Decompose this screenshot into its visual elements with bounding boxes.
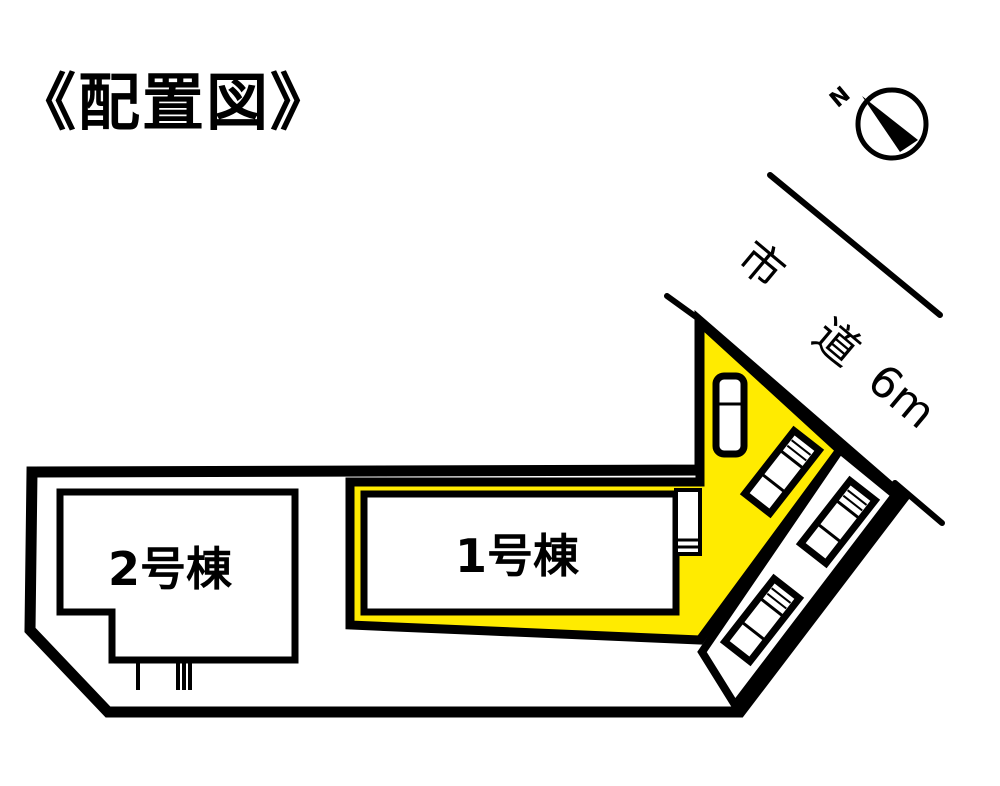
parking-space-4 bbox=[719, 573, 805, 667]
svg-text:N: N bbox=[825, 82, 855, 113]
building-1-label: 1号棟 bbox=[455, 529, 580, 583]
svg-text:道: 道 bbox=[803, 309, 869, 376]
north-arrow-icon: N bbox=[825, 82, 929, 161]
parking-space-1 bbox=[712, 372, 748, 458]
building-2-steps bbox=[136, 660, 192, 690]
building-2-label: 2号棟 bbox=[108, 542, 233, 596]
page-title: 《配置図》 bbox=[14, 66, 335, 139]
parking-space-2 bbox=[739, 425, 825, 519]
building-1 bbox=[360, 490, 680, 616]
building-1-steps bbox=[674, 488, 702, 556]
building-2 bbox=[56, 488, 299, 664]
svg-text:6m: 6m bbox=[858, 354, 945, 439]
svg-text:市: 市 bbox=[728, 231, 794, 298]
parking-space-3 bbox=[795, 475, 881, 569]
